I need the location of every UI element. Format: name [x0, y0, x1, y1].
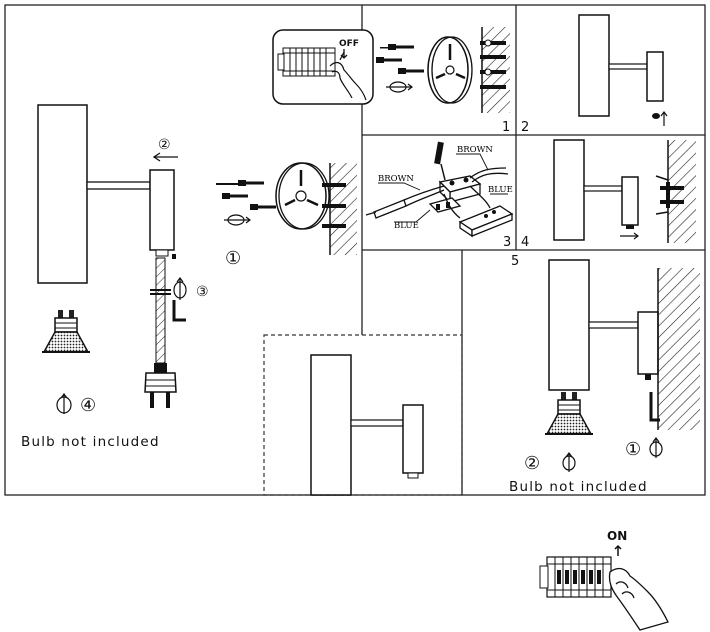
left-main-panel: ② ③: [21, 104, 357, 450]
lamp-arm: [86, 181, 151, 190]
brown-label-left: BROWN: [378, 174, 414, 184]
switch-arrow-icon: [340, 49, 348, 59]
arrow-right-icon: [620, 232, 639, 240]
lamp-head: [578, 14, 610, 117]
blue-label-left: BLUE: [394, 221, 419, 231]
circled-step-2: ②: [158, 137, 171, 153]
lamp-arm: [608, 63, 648, 70]
rotate-icon: [562, 452, 576, 472]
wall-plate-icon: [427, 36, 473, 104]
dashed-inset-frame: [263, 334, 463, 496]
panel-4: 4: [521, 139, 696, 250]
bulb-note-right: Bulb not included: [509, 479, 648, 495]
wall-hatch: [668, 140, 696, 243]
panel-2: 2: [521, 14, 668, 135]
wall-anchor-icon: [480, 39, 506, 89]
step-number-5: 5: [511, 254, 519, 269]
panel-1: 1: [376, 27, 510, 135]
circled-step-3: ③: [196, 284, 209, 300]
circled-step-4: ④: [80, 395, 96, 416]
step-number-1: 1: [502, 120, 510, 135]
arrow-left-icon: [152, 152, 178, 162]
bulb-note-left: Bulb not included: [21, 434, 160, 450]
blue-label-right: BLUE: [488, 185, 513, 195]
circled-step-1: ①: [225, 248, 241, 269]
wall-plate-icon: [275, 162, 330, 230]
breaker-panel-icon: [539, 556, 612, 598]
screw-icon: [376, 44, 424, 74]
switch-arrow-icon: [614, 544, 622, 556]
off-label: OFF: [339, 39, 359, 49]
power-cable: [155, 257, 166, 364]
lamp-arm: [350, 419, 404, 427]
lamp-head: [553, 139, 585, 241]
terminal-block-icon: [428, 197, 462, 213]
lamp-backplate: [621, 176, 639, 226]
lamp-backplate: [402, 404, 424, 474]
screw-head-icon: [652, 113, 660, 119]
breaker-panel-icon: [277, 47, 336, 77]
lamp-arm: [583, 185, 623, 192]
circled-step-p5-2: ②: [524, 453, 540, 474]
hand-icon: [608, 567, 669, 631]
lamp-head: [310, 354, 352, 496]
wall-anchor-icon: [655, 175, 684, 215]
breaker-off-inset: OFF: [272, 29, 374, 105]
lamp-backplate: [458, 205, 514, 238]
hex-key-icon: [172, 300, 186, 322]
brown-label-right: BROWN: [457, 145, 493, 155]
panel-3: BROWN BLUE BROWN BLUE 3: [365, 141, 514, 250]
plug-icon: [144, 363, 177, 408]
lamp-backplate: [646, 51, 664, 102]
lamp-head: [37, 104, 88, 284]
rotate-icon: [649, 437, 663, 458]
wall-hatch: [658, 268, 700, 430]
rotate-icon: [173, 277, 187, 300]
screwdriver-icon: [434, 141, 446, 181]
panel-5: 5 ② ① Bulb not included: [509, 254, 700, 495]
lamp-head: [548, 259, 590, 391]
circled-step-p5-1: ①: [625, 439, 641, 460]
gu10-bulb-icon: [544, 391, 594, 435]
hex-key-icon: [649, 392, 660, 422]
lamp-backplate: [637, 311, 659, 375]
rotate-icon: [56, 393, 72, 414]
step-number-3: 3: [503, 235, 511, 250]
wall-hatch: [330, 163, 357, 255]
finished-lamp: [310, 354, 424, 496]
breaker-on-figure: ON: [539, 529, 669, 631]
lamp-backplate: [149, 169, 175, 251]
on-label: ON: [607, 529, 627, 543]
rotate-icon: [224, 214, 251, 226]
arrow-up-icon: [660, 111, 668, 126]
wall-anchor-icon: [322, 183, 346, 228]
screw-icon: [216, 180, 276, 210]
rotate-icon: [386, 81, 413, 93]
step-number-2: 2: [521, 120, 529, 135]
lamp-arm: [588, 321, 639, 329]
gu10-bulb-icon: [41, 309, 91, 353]
step-number-4: 4: [521, 235, 529, 250]
